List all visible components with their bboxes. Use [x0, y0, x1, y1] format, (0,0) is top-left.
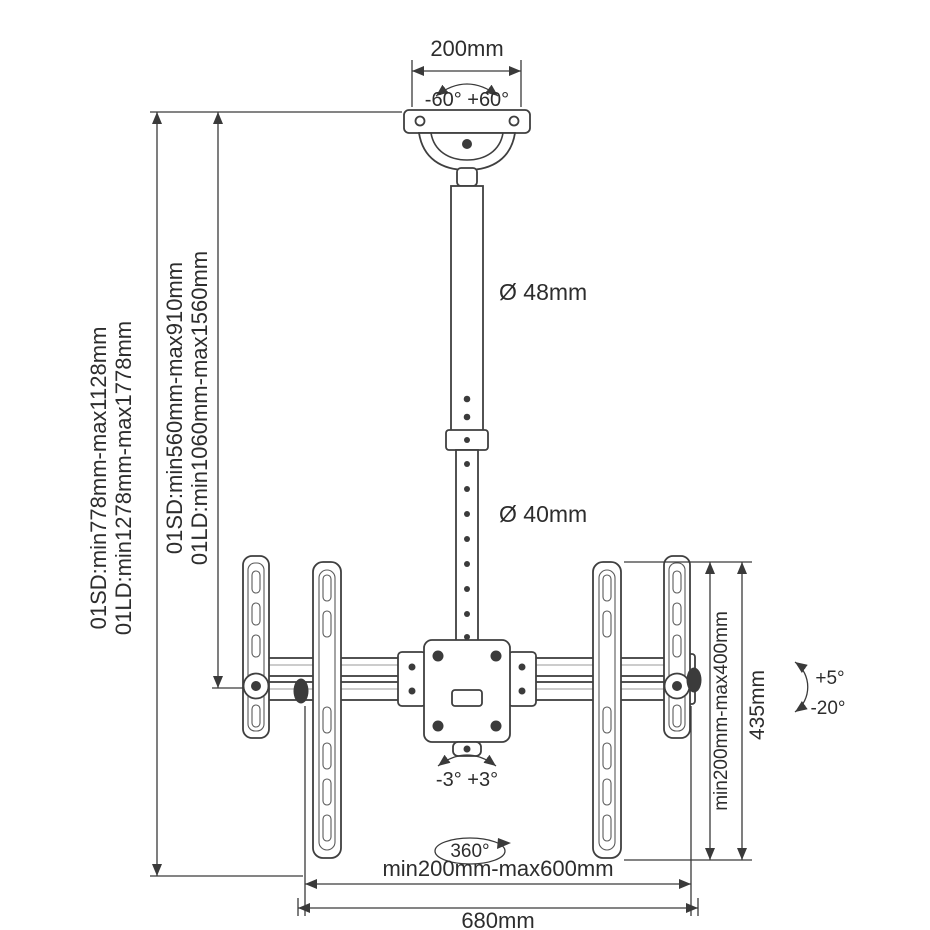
level-adjust-arc-arrow [437, 754, 497, 767]
level-adjust-annotation: -3° +3° [436, 754, 498, 791]
total-height-sd-label: 01SD:min778mm-max1128mm [86, 327, 111, 630]
total-width-label: 680mm [461, 908, 534, 930]
pivot-height-sd-label: 01SD:min560mm-max910mm [162, 262, 187, 554]
upper-pole-diameter-label: Ø 48mm [499, 279, 587, 305]
left-height-dimensions: 01SD:min778mm-max1128mm 01LD:min1278mm-m… [86, 111, 402, 877]
swivel-arc-arrow [435, 83, 499, 97]
span-range-label: min200mm-max600mm [382, 856, 613, 881]
top-width-label: 200mm [430, 36, 503, 61]
joint-bolt [490, 720, 502, 732]
right-dimensions: min200mm-max400mm 435mm [624, 561, 769, 861]
rotation-arc-arrow [434, 837, 506, 865]
tilt-annotation: +5° -20° [794, 661, 846, 719]
upper-pole [450, 185, 484, 433]
pole-adjustment-holes [464, 461, 470, 640]
total-height-ld-label: 01LD:min1278mm-max1778mm [111, 321, 136, 635]
vesa-bracket-left-outer [242, 555, 270, 739]
joint-wing-right [507, 651, 537, 707]
vesa-bracket-right-inner [592, 561, 622, 859]
bracket-height-label: 435mm [746, 670, 769, 740]
ceiling-mount-plate [403, 109, 531, 187]
pivot-height-ld-label: 01LD:min1060mm-max1560mm [187, 251, 212, 565]
joint-bolt [432, 720, 444, 732]
bottom-dimensions: min200mm-max600mm 680mm [297, 706, 699, 930]
clamp-knob-left [293, 678, 309, 704]
swivel-cup [417, 132, 517, 171]
tilt-up-label: +5° [815, 668, 844, 689]
level-adjust-label: -3° +3° [436, 769, 498, 791]
lower-pole-diameter-label: Ø 40mm [499, 501, 587, 527]
telescopic-pole [445, 185, 489, 701]
clamp-knob-right [686, 667, 702, 693]
vesa-range-label: min200mm-max400mm [711, 611, 732, 811]
joint-bolt [432, 650, 444, 662]
vesa-bracket-left-inner [312, 561, 342, 859]
pole-rail-joint [397, 639, 537, 757]
rotation-label: 360° [450, 841, 489, 862]
swivel-annotation: -60° +60° [425, 83, 509, 111]
vesa-bracket-right-outer [663, 555, 691, 739]
rotation-annotation: 360° [434, 837, 511, 865]
tilt-arc-arrow [794, 661, 809, 713]
swivel-range-label: -60° +60° [425, 89, 509, 111]
tilt-down-label: -20° [810, 698, 845, 719]
swivel-bolt [462, 139, 472, 149]
joint-wing-left [397, 651, 427, 707]
top-width-dimension: 200mm [411, 36, 522, 107]
joint-bolt [490, 650, 502, 662]
